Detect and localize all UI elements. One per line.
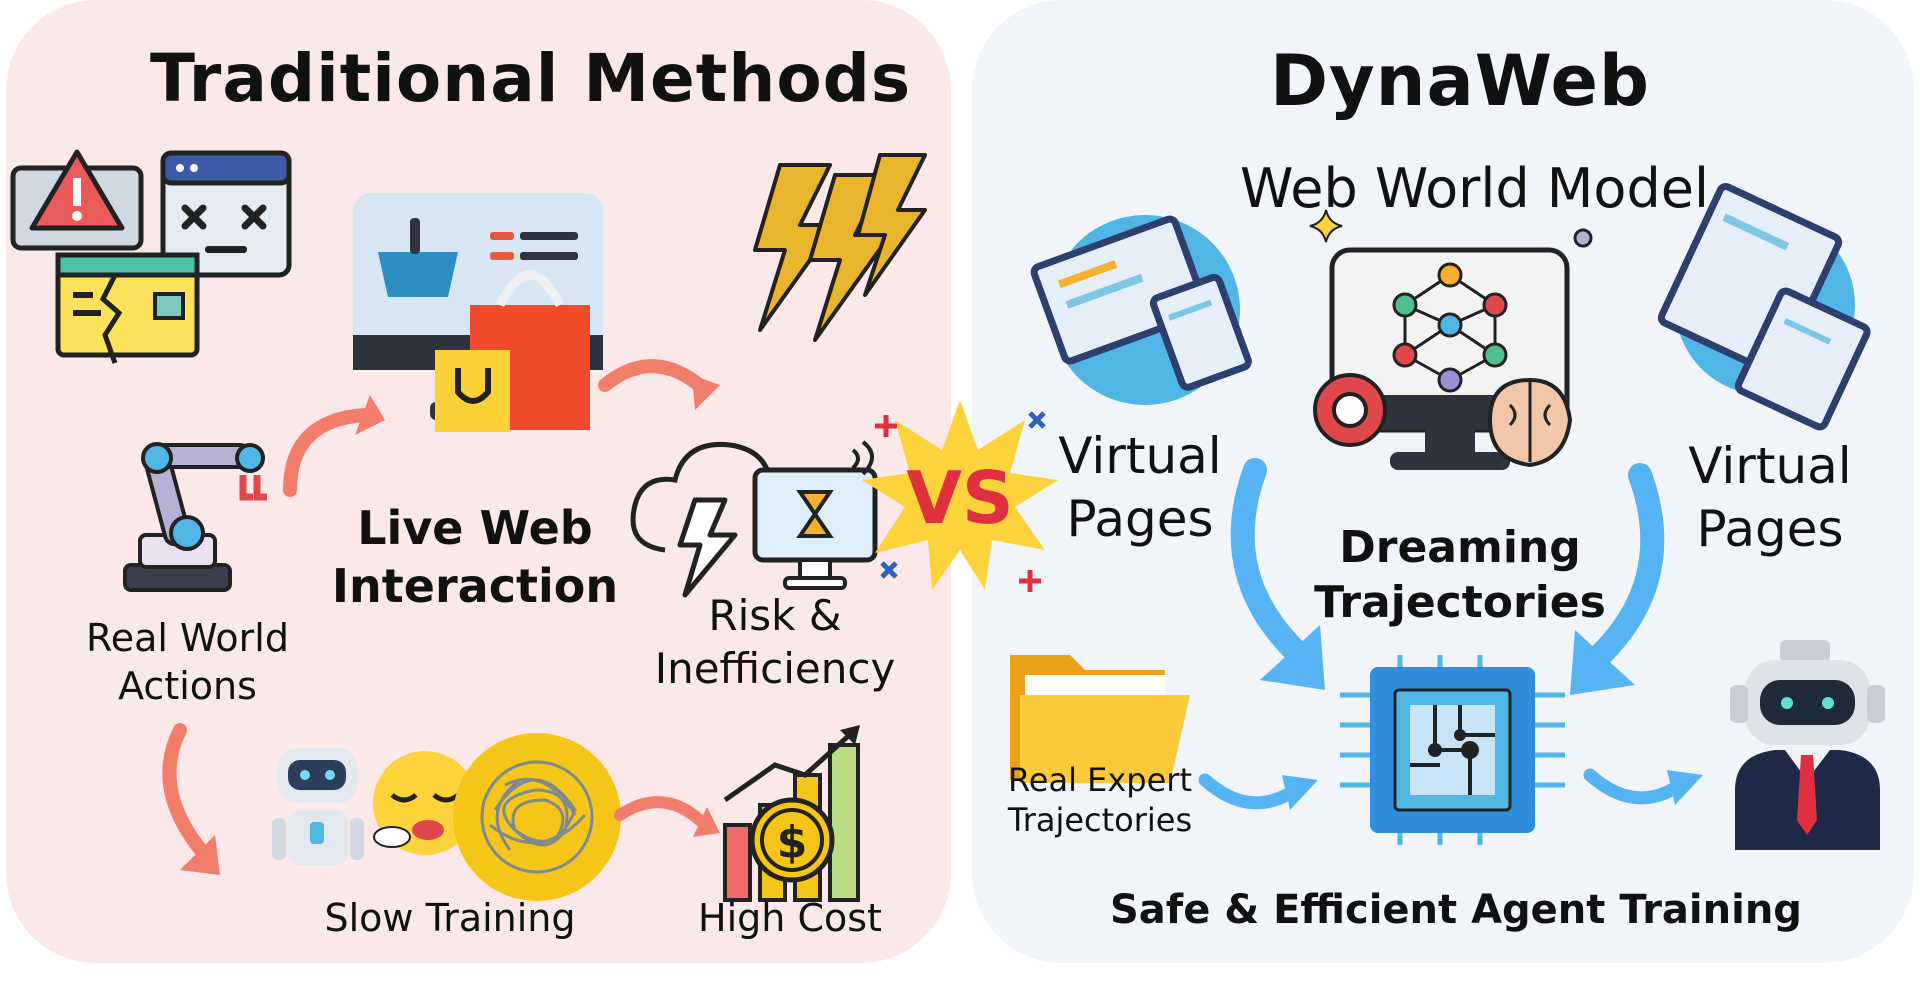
arrow-to-slow-training: [162, 723, 220, 875]
website-devices-icon-right: [1657, 183, 1871, 431]
sparkle-decorations: [875, 411, 1046, 592]
virtual-pages-right-label: Virtual Pages: [1688, 437, 1852, 558]
folder-icon: [1010, 655, 1190, 783]
real-expert-trajectories-label: Real Expert Trajectories: [1007, 761, 1193, 839]
robot-businessman-icon: [1730, 640, 1885, 850]
arrow-to-high-cost: [614, 796, 720, 837]
error-window-icon: [160, 150, 292, 278]
arrow-chip-to-agent: [1583, 768, 1703, 805]
arrow-virtual-right-to-chip: [1570, 463, 1665, 695]
cost-chart-icon: $: [723, 725, 860, 902]
arrow-to-risk: [598, 359, 720, 410]
vs-burst: VS: [862, 400, 1058, 590]
robot-arm-icon: [123, 442, 267, 592]
tangled-thread-icon: [453, 733, 621, 901]
arrow-to-live-web: [283, 395, 385, 497]
cloud-lightning-monitor-icon: [630, 440, 878, 598]
risk-inefficiency-label: Risk & Inefficiency: [654, 591, 896, 693]
arrow-expert-to-chip: [1198, 773, 1318, 810]
sparkle-icon: [1309, 209, 1343, 243]
shopping-monitor-icon: [353, 193, 603, 432]
vs-label: VS: [906, 456, 1014, 540]
robot-icon: [272, 748, 364, 865]
virtual-pages-left-label: Virtual Pages: [1058, 427, 1222, 548]
safe-efficient-label: Safe & Efficient Agent Training: [1110, 887, 1802, 933]
web-world-model-label: Web World Model: [1240, 157, 1709, 220]
warning-monitor-icon: [10, 149, 144, 251]
sleepy-face-icon: [373, 751, 477, 855]
high-cost-label: High Cost: [698, 896, 882, 940]
dot-icon: [1573, 228, 1593, 248]
chip-icon: [1340, 655, 1565, 845]
svg-text:$: $: [777, 817, 808, 868]
real-world-actions-label: Real World Actions: [86, 616, 289, 708]
dreaming-trajectories-label: Dreaming Trajectories: [1314, 522, 1606, 628]
arrow-virtual-left-to-chip: [1230, 458, 1325, 690]
slow-training-label: Slow Training: [324, 896, 576, 940]
traditional-methods-title: Traditional Methods: [150, 40, 912, 117]
lightning-icon: [753, 153, 927, 342]
website-devices-icon-left: [1030, 215, 1252, 405]
brain-network-monitor-icon: [1313, 247, 1573, 470]
live-web-interaction-label: Live Web Interaction: [331, 501, 619, 613]
broken-page-icon: [55, 252, 200, 364]
dynaweb-title: DynaWeb: [1269, 40, 1651, 122]
